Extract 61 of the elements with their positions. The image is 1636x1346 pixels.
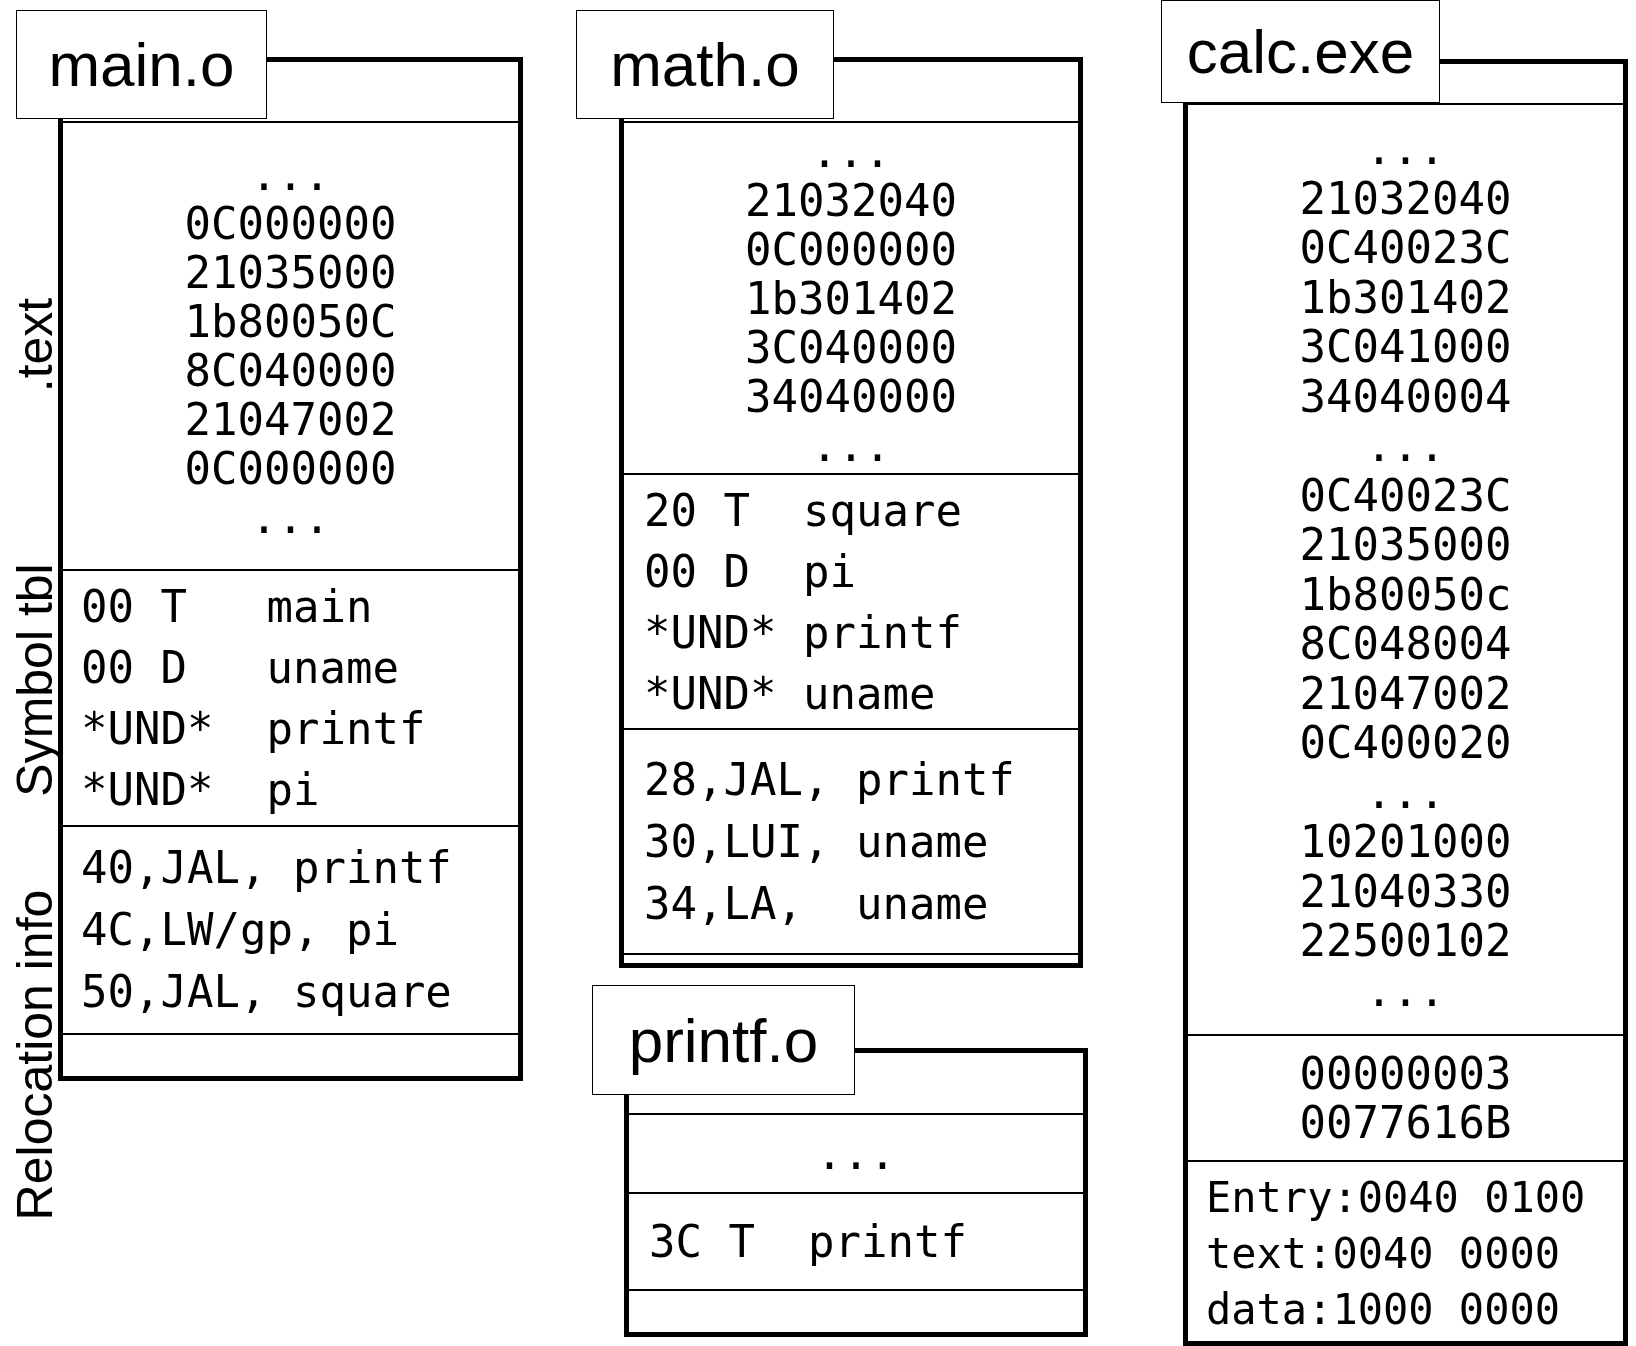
- code-word: 8C048004: [1299, 619, 1512, 669]
- code-word: ...: [1365, 421, 1446, 471]
- code-word: 21032040: [745, 175, 957, 225]
- symbol-entry: 3C T printf: [649, 1215, 967, 1269]
- header-entry: text:0040 0000: [1206, 1228, 1560, 1280]
- symbol-entry: *UND* pi: [81, 763, 320, 817]
- file-name-tab: calc.exe: [1161, 0, 1440, 103]
- section-side-label: Relocation info: [6, 889, 64, 1221]
- code-word: 0C000000: [745, 224, 957, 274]
- code-word: ...: [1365, 965, 1446, 1015]
- code-word: ...: [816, 1129, 896, 1178]
- data-word: 0077616B: [1299, 1098, 1512, 1147]
- code-word: 21047002: [184, 395, 397, 444]
- code-word: 10201000: [1299, 817, 1512, 867]
- code-word: 21035000: [1299, 520, 1512, 570]
- header-entry: data:1000 0000: [1206, 1284, 1560, 1336]
- relocation-entry: 34,LA, uname: [644, 876, 989, 931]
- section-side-label: .text: [6, 297, 64, 393]
- symbol-entry: *UND* printf: [644, 605, 962, 660]
- code-word: 0C000000: [184, 199, 397, 248]
- code-word: ...: [1365, 767, 1446, 817]
- code-word: 21047002: [1299, 668, 1512, 718]
- code-word: 0C40023C: [1299, 223, 1512, 273]
- code-word: 3C041000: [1299, 322, 1512, 372]
- code-word: 1b301402: [745, 273, 957, 323]
- code-word: 0C400020: [1299, 718, 1512, 768]
- code-word: 1b301402: [1299, 272, 1512, 322]
- code-word: ...: [250, 150, 331, 199]
- code-word: ...: [1365, 124, 1446, 174]
- code-word: 21040330: [1299, 866, 1512, 916]
- symbol-entry: *UND* uname: [644, 666, 936, 721]
- relocation-entry: 28,JAL, printf: [644, 752, 1015, 807]
- file-name-tab: printf.o: [592, 985, 855, 1095]
- code-word: 21032040: [1299, 173, 1512, 223]
- symbol-entry: 00 D uname: [81, 641, 399, 695]
- file-name-tab: math.o: [576, 10, 834, 119]
- code-word: 3C040000: [745, 322, 957, 372]
- code-word: 1b80050c: [1299, 569, 1512, 619]
- section-side-label: Symbol tbl: [6, 563, 64, 797]
- symbol-entry: 20 T square: [644, 483, 962, 538]
- code-word: 8C040000: [184, 346, 397, 395]
- code-word: ...: [250, 493, 331, 542]
- relocation-entry: 4C,LW/gp, pi: [81, 903, 399, 957]
- file-name-tab: main.o: [16, 10, 267, 119]
- data-word: 00000003: [1299, 1049, 1512, 1098]
- symbol-entry: *UND* printf: [81, 702, 426, 756]
- relocation-entry: 30,LUI, uname: [644, 814, 989, 869]
- code-word: 0C000000: [184, 444, 397, 493]
- symbol-entry: 00 D pi: [644, 544, 856, 599]
- code-word: ...: [811, 420, 891, 470]
- code-word: 34040000: [745, 371, 957, 421]
- code-word: 22500102: [1299, 916, 1512, 966]
- relocation-entry: 50,JAL, square: [81, 965, 452, 1019]
- code-word: ...: [811, 126, 891, 176]
- code-word: 21035000: [184, 248, 397, 297]
- code-word: 1b80050C: [184, 297, 397, 346]
- symbol-entry: 00 T main: [81, 580, 373, 634]
- header-entry: Entry:0040 0100: [1206, 1172, 1586, 1224]
- code-word: 0C40023C: [1299, 470, 1512, 520]
- relocation-entry: 40,JAL, printf: [81, 841, 452, 895]
- code-word: 34040004: [1299, 371, 1512, 421]
